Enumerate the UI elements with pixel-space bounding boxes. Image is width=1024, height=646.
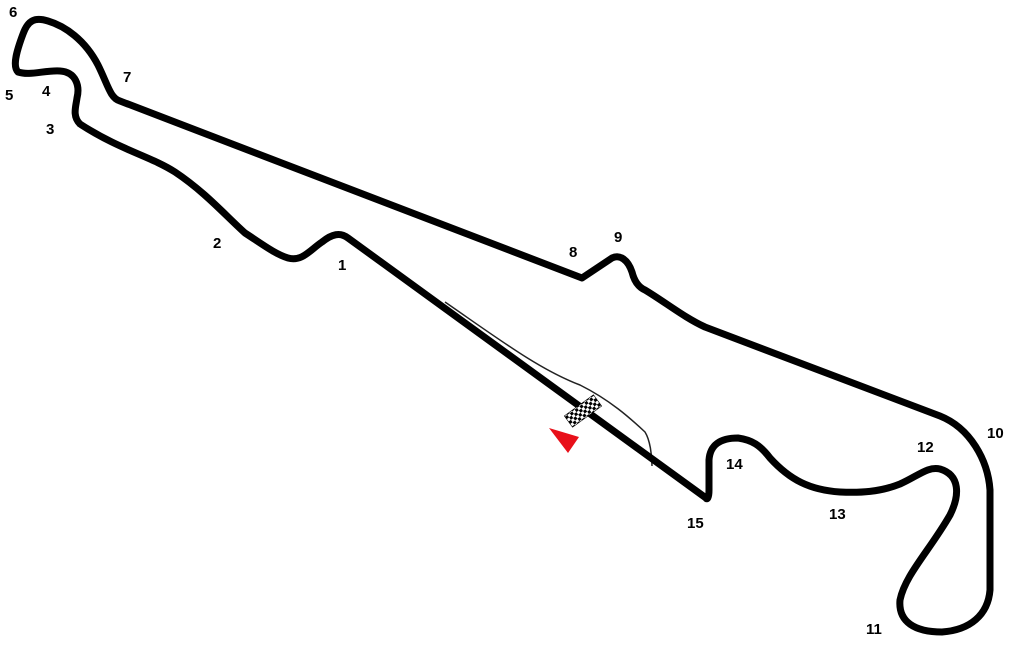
turn-label-10: 10	[987, 425, 1004, 442]
turn-label-7: 7	[123, 69, 131, 86]
turn-label-4: 4	[42, 83, 51, 100]
direction-arrow-icon	[549, 428, 579, 453]
turn-label-13: 13	[829, 506, 846, 523]
pit-lane	[444, 301, 653, 467]
turn-label-8: 8	[569, 244, 577, 261]
turn-label-11: 11	[866, 621, 882, 638]
turn-label-9: 9	[614, 229, 622, 246]
turn-label-14: 14	[726, 456, 743, 473]
turn-label-6: 6	[9, 4, 17, 21]
circuit-track	[11, 15, 994, 636]
turn-label-3: 3	[46, 121, 54, 138]
turn-label-15: 15	[687, 515, 704, 532]
turn-label-2: 2	[213, 235, 221, 252]
turn-label-12: 12	[917, 439, 934, 456]
turn-label-1: 1	[338, 257, 346, 274]
checkered-flag-icon	[563, 394, 603, 428]
turn-label-5: 5	[5, 87, 13, 104]
